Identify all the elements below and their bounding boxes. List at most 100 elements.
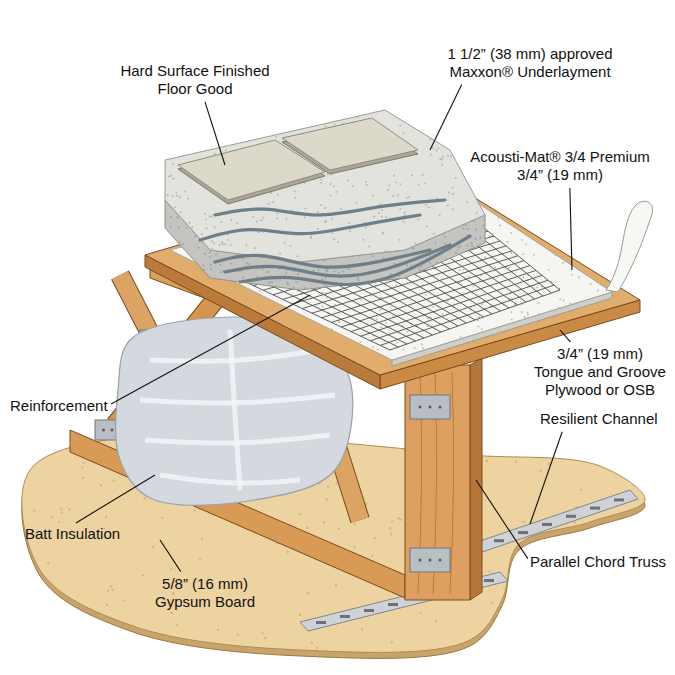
acousti-mat-texture-dot xyxy=(326,297,328,299)
maxxon-texture-dot xyxy=(167,194,169,196)
gypsum-texture-dot xyxy=(539,470,541,472)
maxxon-texture-dot xyxy=(422,174,424,176)
maxxon-texture-dot xyxy=(385,216,387,218)
acousti-mat-texture-dot xyxy=(525,243,527,245)
maxxon-texture-dot xyxy=(191,226,193,228)
maxxon-texture-dot xyxy=(324,207,326,209)
truss-post xyxy=(405,365,470,600)
acousti-mat-texture-dot xyxy=(422,347,424,349)
acousti-mat-texture-dot xyxy=(499,225,501,227)
maxxon-texture-dot xyxy=(366,184,368,186)
maxxon-texture-dot xyxy=(357,116,359,118)
maxxon-edge-texture-dot xyxy=(483,219,485,221)
maxxon-edge-texture-dot xyxy=(293,287,295,289)
resilient-channel-slot xyxy=(566,515,576,518)
maxxon-edge-texture-dot xyxy=(325,285,327,287)
radiant-tube xyxy=(240,236,470,285)
acousti-mat-texture-dot xyxy=(392,315,394,317)
gypsum-texture-dot xyxy=(361,628,363,630)
acousti-mat-texture-dot xyxy=(533,254,535,256)
maxxon-edge-texture-dot xyxy=(176,216,178,218)
maxxon-texture-dot xyxy=(294,190,296,192)
acousti-mat-texture-dot xyxy=(510,252,512,254)
batt-fibre xyxy=(150,350,320,361)
maxxon-edge-texture-dot xyxy=(412,248,414,250)
gypsum-texture-dot xyxy=(397,517,399,519)
maxxon-edge-texture-dot xyxy=(475,229,477,231)
acousti-mat-texture-dot xyxy=(597,290,599,292)
maxxon-texture-dot xyxy=(333,185,335,187)
acousti-mat-texture-dot xyxy=(478,326,480,328)
leader-line xyxy=(430,85,462,150)
maxxon-texture-dot xyxy=(426,226,428,228)
maxxon-texture-dot xyxy=(417,183,419,185)
maxxon-edge-texture-dot xyxy=(390,273,392,275)
maxxon-texture-dot xyxy=(209,216,211,218)
maxxon-texture-dot xyxy=(320,182,322,184)
acousti-mat-texture-dot xyxy=(527,312,529,314)
gypsum-texture-dot xyxy=(338,528,340,530)
acousti-mat-texture-dot xyxy=(523,316,525,318)
gypsum-texture-dot xyxy=(547,463,549,465)
acousti-mat-texture-dot xyxy=(590,283,592,285)
maxxon-texture-dot xyxy=(397,194,399,196)
callout-label: 3/4” (19 mm) Tongue and Groove Plywood o… xyxy=(533,345,668,399)
maxxon-edge-texture-dot xyxy=(323,260,325,262)
maxxon-texture-dot xyxy=(430,154,432,156)
maxxon-texture-dot xyxy=(294,197,296,199)
maxxon-edge-texture-dot xyxy=(357,277,359,279)
maxxon-texture-dot xyxy=(365,181,367,183)
gypsum-texture-dot xyxy=(50,516,52,518)
maxxon-edge-texture-dot xyxy=(219,264,221,266)
maxxon-edge-texture-dot xyxy=(317,269,319,271)
maxxon-texture-dot xyxy=(373,216,375,218)
acousti-mat-texture-dot xyxy=(403,349,405,351)
maxxon-texture-dot xyxy=(404,212,406,214)
gypsum-texture-dot xyxy=(287,551,289,553)
maxxon-edge-texture-dot xyxy=(466,245,468,247)
maxxon-texture-dot xyxy=(433,233,435,235)
acousti-mat-texture-dot xyxy=(396,342,398,344)
maxxon-texture-dot xyxy=(450,155,452,157)
gypsum-texture-dot xyxy=(112,480,114,482)
leader-line xyxy=(560,330,570,342)
gypsum-texture-dot xyxy=(61,511,63,513)
maxxon-texture-dot xyxy=(398,239,400,241)
maxxon-texture-dot xyxy=(317,211,319,213)
acousti-mat-texture-dot xyxy=(511,319,513,321)
maxxon-texture-dot xyxy=(252,216,254,218)
maxxon-edge-texture-dot xyxy=(412,247,414,249)
gypsum-texture-dot xyxy=(199,558,201,560)
gypsum-texture-dot xyxy=(33,509,35,511)
resilient-channel-slot xyxy=(340,615,350,618)
gypsum-texture-dot xyxy=(161,517,163,519)
acousti-mat-texture-dot xyxy=(522,253,524,255)
maxxon-edge-texture-dot xyxy=(170,216,172,218)
maxxon-texture-dot xyxy=(267,203,269,205)
gypsum-texture-dot xyxy=(68,508,70,510)
acousti-mat-texture-dot xyxy=(331,328,333,330)
acousti-mat-texture-dot xyxy=(376,318,378,320)
maxxon-texture-dot xyxy=(320,204,322,206)
acousti-mat-texture-dot xyxy=(414,347,416,349)
maxxon-texture-dot xyxy=(213,242,215,244)
maxxon-texture-dot xyxy=(168,175,170,177)
gypsum-texture-dot xyxy=(486,460,488,462)
resilient-channel-slot xyxy=(494,539,504,542)
gypsum-texture-dot xyxy=(142,574,144,576)
gypsum-texture-dot xyxy=(335,482,337,484)
maxxon-edge-texture-dot xyxy=(482,225,484,227)
maxxon-edge-texture-dot xyxy=(342,270,344,272)
maxxon-edge-texture-dot xyxy=(419,269,421,271)
gypsum-texture-dot xyxy=(110,585,112,587)
truss-plate-tooth xyxy=(429,559,432,562)
resilient-channel-slot xyxy=(614,498,624,501)
maxxon-texture-dot xyxy=(399,208,401,210)
maxxon-edge-texture-dot xyxy=(195,235,197,237)
gypsum-texture-dot xyxy=(580,488,582,490)
maxxon-edge-texture-dot xyxy=(203,269,205,271)
maxxon-texture-dot xyxy=(275,136,277,138)
callout-label: Resilient Channel xyxy=(540,410,658,428)
maxxon-texture-dot xyxy=(205,218,207,220)
acousti-mat-texture-dot xyxy=(562,262,564,264)
